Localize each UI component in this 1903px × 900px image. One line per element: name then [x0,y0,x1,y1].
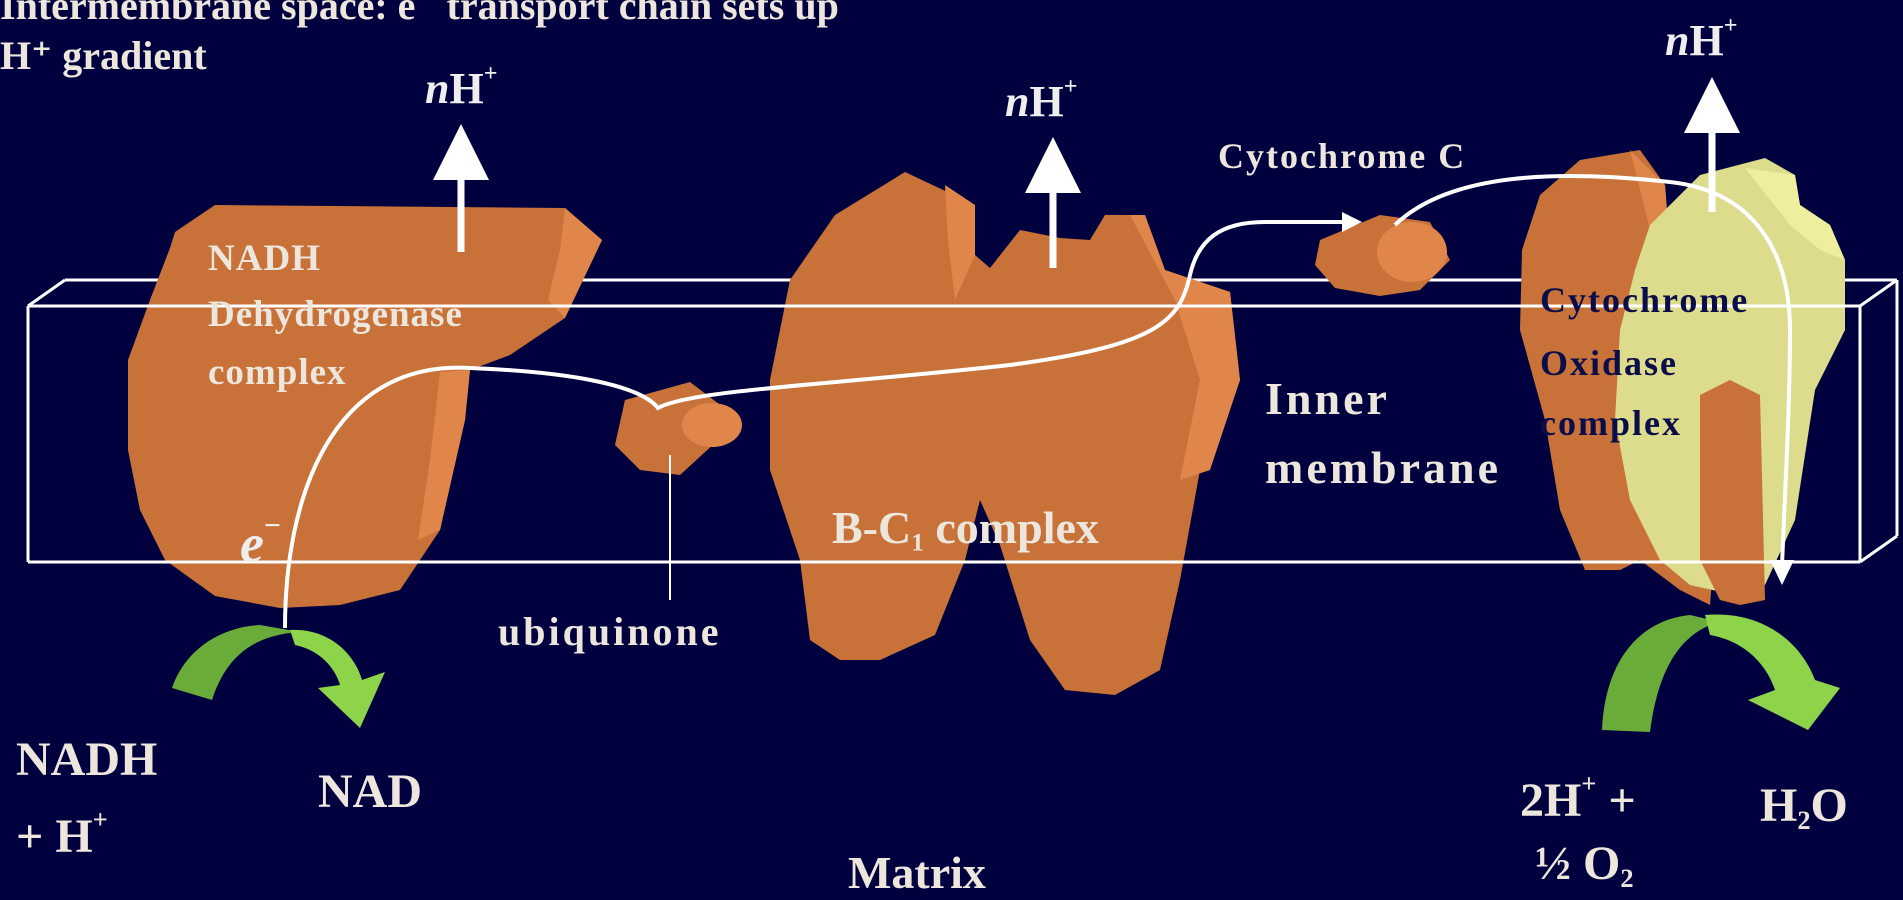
two-h-plus: + [1581,768,1596,798]
cytochrome-oxidase-label-2: Oxidase [1540,345,1678,381]
proton-plus: + [1064,73,1078,100]
cytochrome-oxidase-label-3: complex [1540,405,1682,441]
half-o: ½ O [1535,837,1620,890]
electron-arrowhead-oxidase [1770,560,1794,585]
inner-membrane-label-2: membrane [1265,445,1501,491]
proton-plus: + [1724,12,1738,39]
electron-charge: − [264,510,281,542]
ubiquinone-shape [615,382,742,475]
proton-h: H [1689,16,1723,65]
nadh-h-prefix: + H [16,810,93,863]
oxygen-reactant-line-1: 2H+ + [1520,770,1636,825]
proton-plus: + [484,60,498,87]
water-h: H [1760,779,1797,832]
nad-product-label: NAD [318,768,422,816]
nadh-reaction-arrow [172,625,385,728]
proton-n: n [1665,16,1689,65]
water-o: O [1811,779,1848,832]
bc1-prefix: B-C [832,502,911,553]
proton-label-nadh: nH+ [425,62,498,111]
nadh-dehydrogenase-shape [128,205,602,608]
proton-n: n [1005,77,1029,126]
proton-h: H [449,64,483,113]
o2-sub: 2 [1620,863,1633,893]
oxygen-reactant-line-2: ½ O2 [1535,840,1634,891]
nadh-dehydrogenase-label-2: Dehydrogenase [208,296,463,333]
inner-membrane-label-1: Inner [1265,376,1390,422]
water-sub: 2 [1797,805,1810,835]
bc1-complex-shape [770,172,1240,695]
nadh-dehydrogenase-label-1: NADH [208,240,321,277]
nadh-reactant-line-2: + H+ [16,806,108,861]
nadh-reactant-line-1: NADH [16,736,157,784]
nadh-h-plus: + [93,804,108,834]
cytochrome-c-label: Cytochrome C [1218,138,1466,174]
matrix-label: Matrix [848,850,986,896]
bc1-sub: 1 [911,529,924,557]
proton-h: H [1029,77,1063,126]
membrane-edge [28,280,65,306]
cytochrome-c-shape [1315,215,1450,296]
ubiquinone-label: ubiquinone [498,612,721,652]
nadh-dehydrogenase-label-3: complex [208,354,347,391]
proton-label-oxidase: nH+ [1665,14,1738,63]
bc1-suffix: complex [924,502,1099,553]
bc1-complex-label: B-C1 complex [832,505,1099,556]
title-line-1: Intermembrane space: e⁻ transport chain … [0,0,839,26]
plus-sign: + [1596,774,1635,827]
proton-label-bc1: nH+ [1005,75,1078,124]
oxygen-reaction-arrow [1602,614,1840,732]
membrane-edge [1860,536,1897,562]
electron-label: e− [240,512,281,571]
membrane-edge [1860,280,1897,306]
cytochrome-oxidase-label-1: Cytochrome [1540,282,1749,318]
proton-n: n [425,64,449,113]
water-product-label: H2O [1760,782,1848,833]
two-h: 2H [1520,774,1581,827]
title-line-2: H⁺ gradient [0,36,207,76]
electron-e: e [240,514,264,574]
